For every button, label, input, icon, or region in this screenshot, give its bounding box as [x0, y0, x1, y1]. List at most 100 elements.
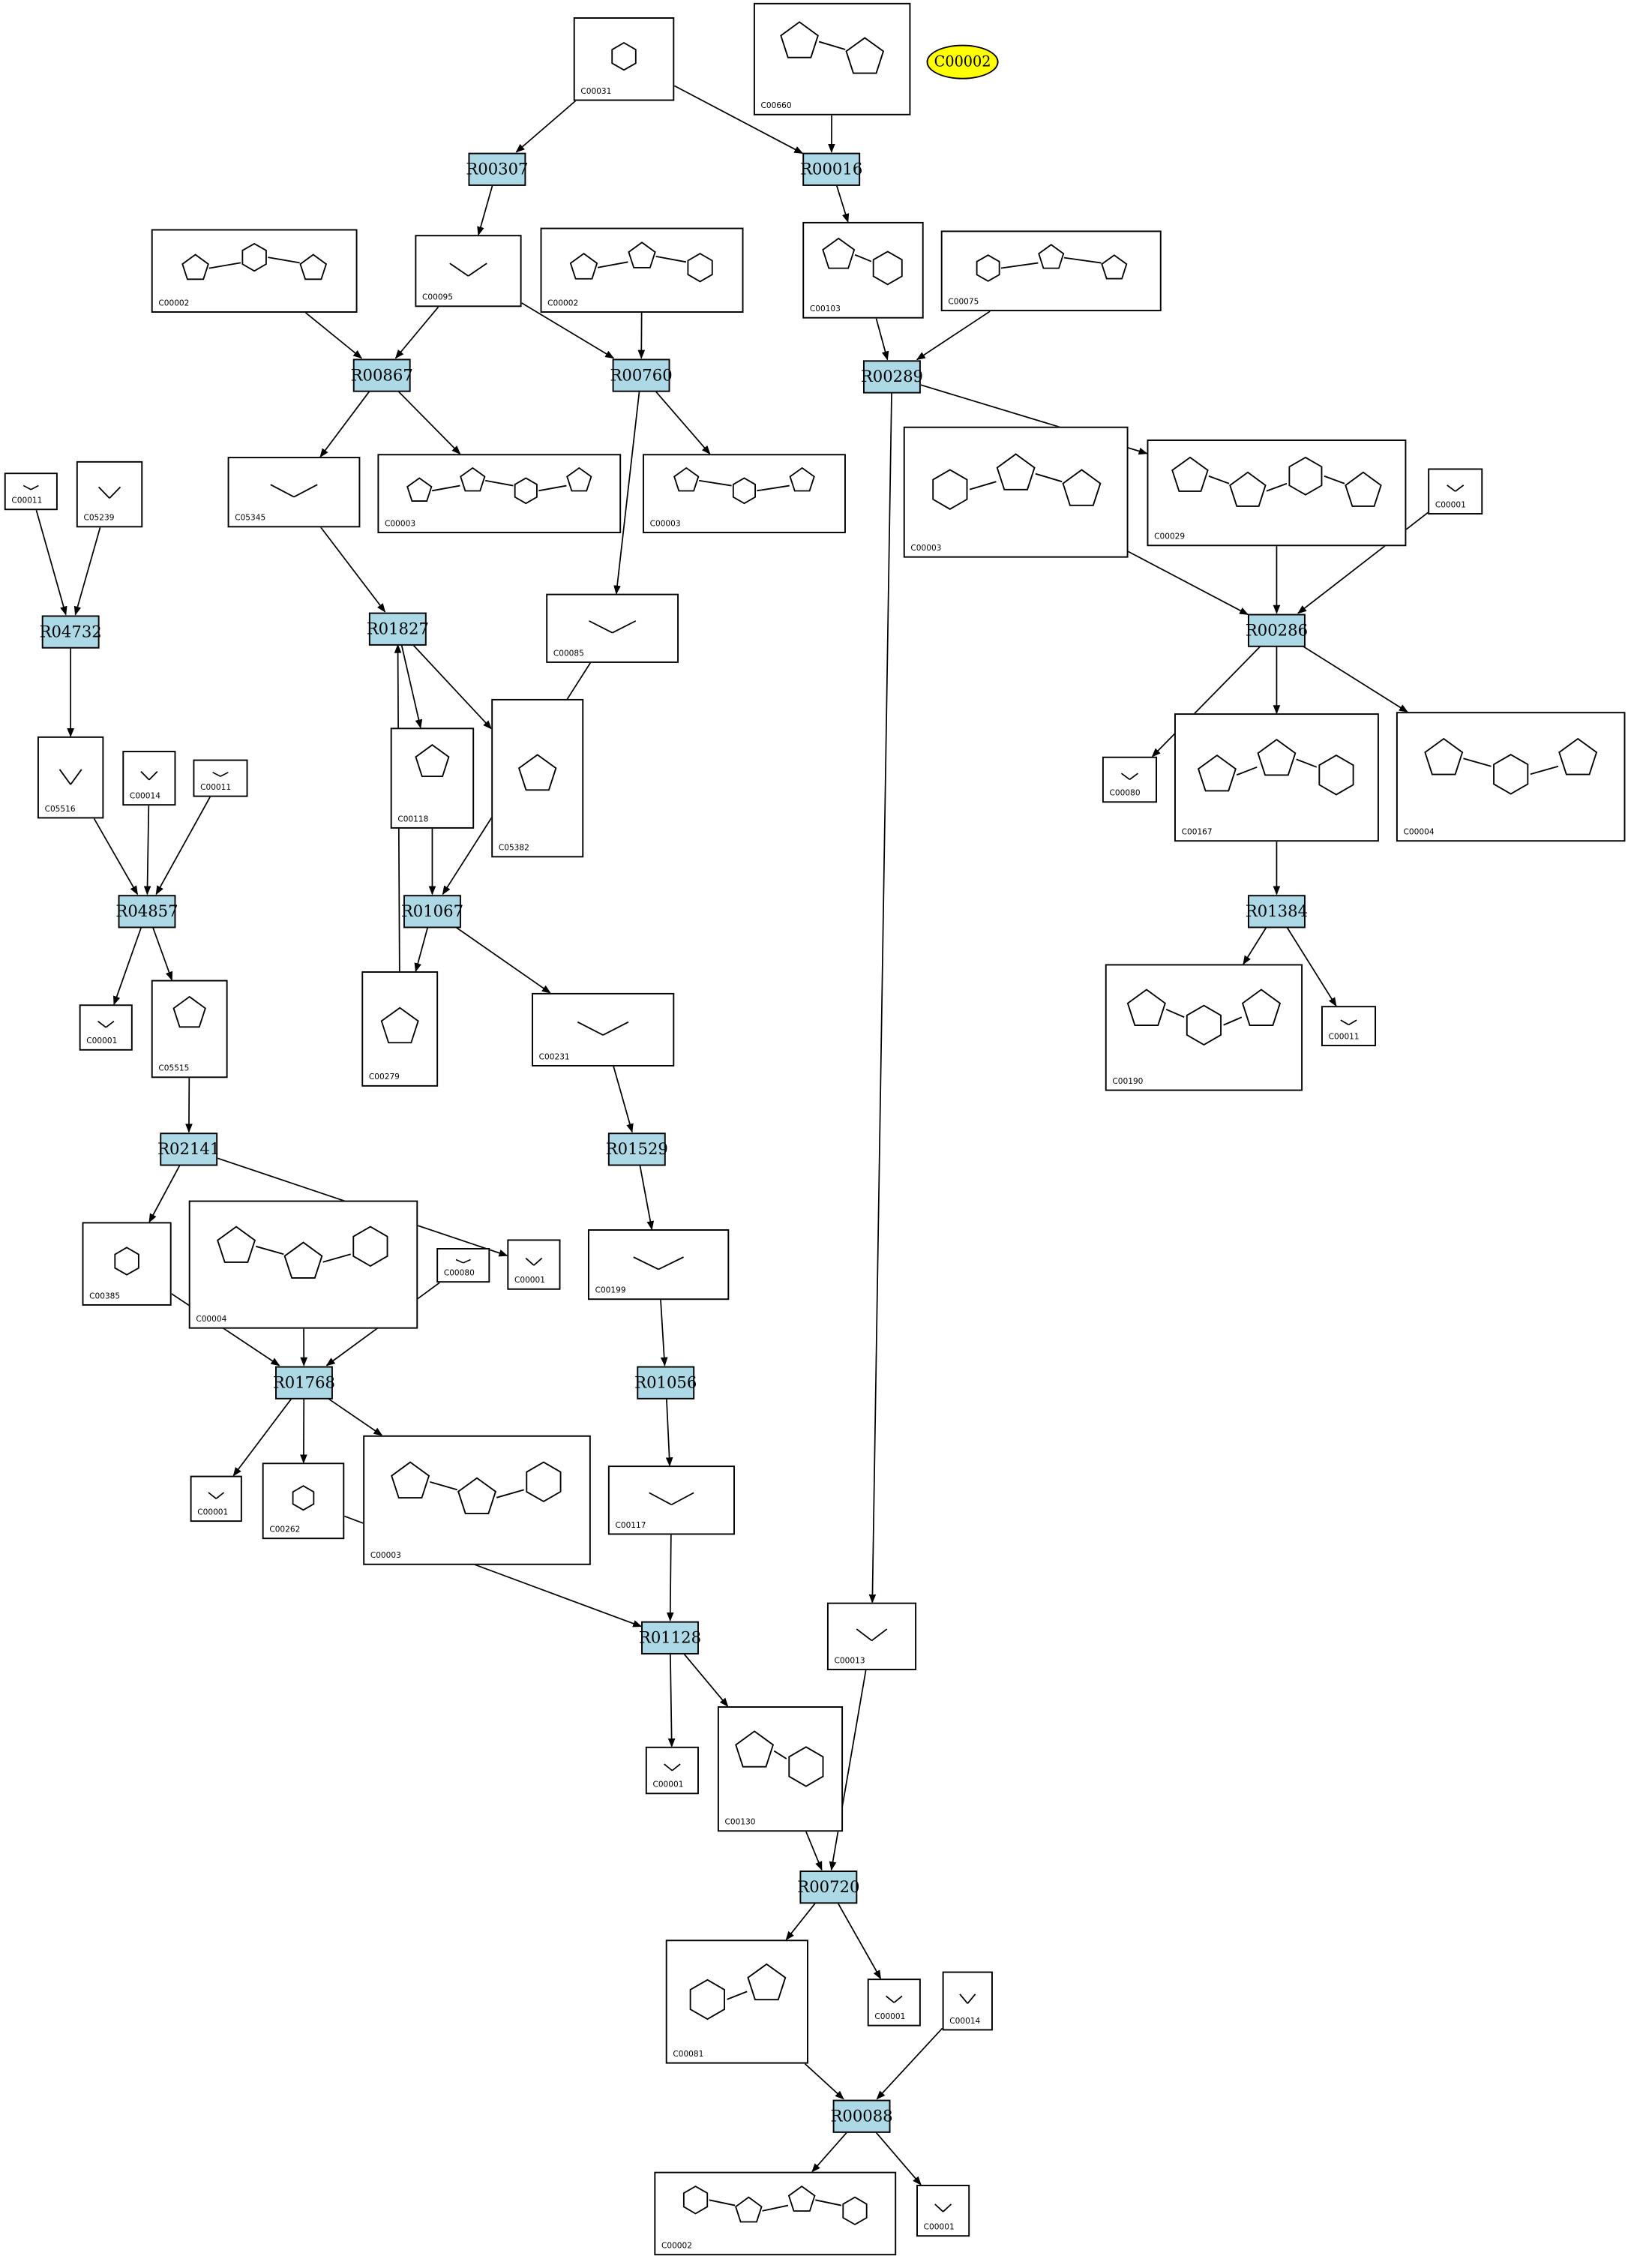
compound-C00262[interactable]: C00262 [262, 1462, 345, 1540]
compound-C00014[interactable]: C00014 [122, 751, 176, 806]
structure-drawing [442, 1254, 484, 1267]
reaction-label: R04732 [39, 622, 102, 641]
compound-C00004[interactable]: C00004 [1396, 712, 1626, 842]
structure-drawing [808, 228, 918, 303]
structure-drawing [367, 977, 432, 1071]
structure-drawing [421, 241, 516, 291]
compound-C00001[interactable]: C00001 [645, 1746, 699, 1795]
edge-c38-r15 [666, 1534, 674, 1622]
compound-C00095[interactable]: C00095 [415, 235, 522, 308]
compound-id-label: C00001 [197, 1508, 229, 1517]
edge-r8-c24 [113, 927, 142, 1006]
reaction-R00867[interactable]: R00867 [351, 358, 413, 392]
structure-drawing [1108, 762, 1152, 787]
compound-C00011[interactable]: C00011 [4, 472, 58, 511]
compound-id-label: C00003 [370, 1551, 401, 1561]
compound-C00002[interactable]: C00002 [540, 227, 744, 313]
compound-C00199[interactable]: C00199 [587, 1229, 730, 1300]
compound-C00130[interactable]: C00130 [717, 1706, 844, 1832]
compound-id-label: C00003 [649, 519, 681, 529]
compound-C00031[interactable]: C00031 [573, 17, 675, 101]
compound-C00080[interactable]: C00080 [436, 1248, 490, 1283]
structure-drawing [909, 432, 1122, 542]
edge-r14-c38 [665, 1398, 673, 1467]
compound-C05239[interactable]: C05239 [76, 460, 143, 528]
structure-drawing [614, 1472, 730, 1519]
compound-C00001[interactable]: C00001 [507, 1239, 561, 1290]
compound-C00081[interactable]: C00081 [665, 1940, 808, 2064]
compound-id-label: C05345 [235, 514, 266, 523]
compound-C05345[interactable]: C05345 [227, 457, 361, 528]
compound-C00003[interactable]: C00003 [363, 1435, 591, 1565]
compound-C00014[interactable]: C00014 [942, 1971, 993, 2031]
reaction-R00720[interactable]: R00720 [797, 1870, 859, 1904]
edge-r3-c11 [655, 391, 711, 455]
structure-drawing [660, 2177, 890, 2240]
compound-C00080[interactable]: C00080 [1102, 756, 1157, 803]
compound-C00001[interactable]: C00001 [79, 1004, 133, 1051]
compound-C00013[interactable]: C00013 [826, 1602, 917, 1671]
compound-C00002[interactable]: C00002 [151, 229, 358, 313]
compound-id-label: C00001 [514, 1276, 545, 1286]
compound-C00660[interactable]: C00660 [753, 2, 911, 116]
compound-C05515[interactable]: C05515 [151, 980, 228, 1078]
reaction-R00088[interactable]: R00088 [830, 2098, 893, 2132]
edge-c17-r8 [143, 806, 151, 896]
compound-id-label: C00103 [809, 304, 841, 314]
compound-id-label: C00002 [158, 298, 190, 308]
edge-r15-c40 [667, 1653, 676, 1748]
reaction-label: R00088 [830, 2106, 893, 2126]
reaction-R01827[interactable]: R01827 [367, 611, 429, 645]
compound-C00075[interactable]: C00075 [940, 230, 1162, 312]
compound-id-label: C00085 [553, 649, 584, 658]
structure-drawing [649, 460, 841, 518]
compound-C00085[interactable]: C00085 [546, 593, 679, 663]
compound-C05382[interactable]: C05382 [491, 698, 584, 858]
reaction-R00307[interactable]: R00307 [466, 152, 528, 185]
compound-id-label: C00003 [910, 544, 942, 553]
compound-C00117[interactable]: C00117 [607, 1466, 735, 1535]
reaction-R01128[interactable]: R01128 [639, 1620, 701, 1654]
compound-C00167[interactable]: C00167 [1174, 713, 1379, 842]
reaction-R01056[interactable]: R01056 [634, 1365, 697, 1399]
compound-C00279[interactable]: C00279 [361, 971, 439, 1087]
compound-id-label: C00081 [673, 2050, 704, 2059]
reaction-R00016[interactable]: R00016 [800, 152, 862, 185]
compound-C00001[interactable]: C00001 [867, 1978, 921, 2026]
compound-C00103[interactable]: C00103 [802, 221, 924, 319]
reaction-R02141[interactable]: R02141 [157, 1132, 220, 1166]
compound-id-label: C05516 [44, 805, 76, 814]
highlighted-compound-C00002[interactable]: C00002 [926, 44, 999, 80]
compound-id-label: C00080 [443, 1268, 475, 1278]
compound-C00002[interactable]: C00002 [654, 2171, 897, 2256]
compound-C00003[interactable]: C00003 [377, 454, 622, 533]
structure-drawing [383, 460, 615, 518]
compound-C00029[interactable]: C00029 [1147, 440, 1407, 547]
reaction-R01067[interactable]: R01067 [401, 894, 463, 928]
compound-C00385[interactable]: C00385 [82, 1222, 172, 1306]
compound-C00003[interactable]: C00003 [903, 426, 1129, 558]
compound-C00001[interactable]: C00001 [1428, 468, 1483, 514]
reaction-R00286[interactable]: R00286 [1246, 613, 1308, 646]
reaction-R00760[interactable]: R00760 [610, 358, 673, 392]
compound-C00001[interactable]: C00001 [916, 2184, 970, 2237]
compound-C00231[interactable]: C00231 [532, 992, 675, 1066]
reaction-R04857[interactable]: R04857 [115, 894, 178, 928]
edge-c6-r4 [916, 310, 991, 361]
reaction-R00289[interactable]: R00289 [861, 359, 923, 393]
compound-C00118[interactable]: C00118 [390, 728, 475, 829]
compound-C00003[interactable]: C00003 [642, 454, 846, 533]
compound-C00011[interactable]: C00011 [193, 759, 248, 797]
reaction-R01529[interactable]: R01529 [606, 1132, 668, 1166]
reaction-R01768[interactable]: R01768 [273, 1365, 335, 1399]
compound-id-label: C00001 [86, 1036, 118, 1046]
compound-C00190[interactable]: C00190 [1105, 964, 1303, 1091]
reaction-R04732[interactable]: R04732 [39, 614, 102, 648]
compound-C00004[interactable]: C00004 [188, 1200, 418, 1329]
compound-C00011[interactable]: C00011 [1321, 1006, 1377, 1047]
compound-C00001[interactable]: C00001 [190, 1475, 242, 1522]
reaction-R01384[interactable]: R01384 [1246, 894, 1308, 928]
edge-c8-r5 [73, 527, 101, 616]
compound-C05516[interactable]: C05516 [37, 736, 104, 819]
compound-id-label: C05515 [158, 1064, 190, 1073]
